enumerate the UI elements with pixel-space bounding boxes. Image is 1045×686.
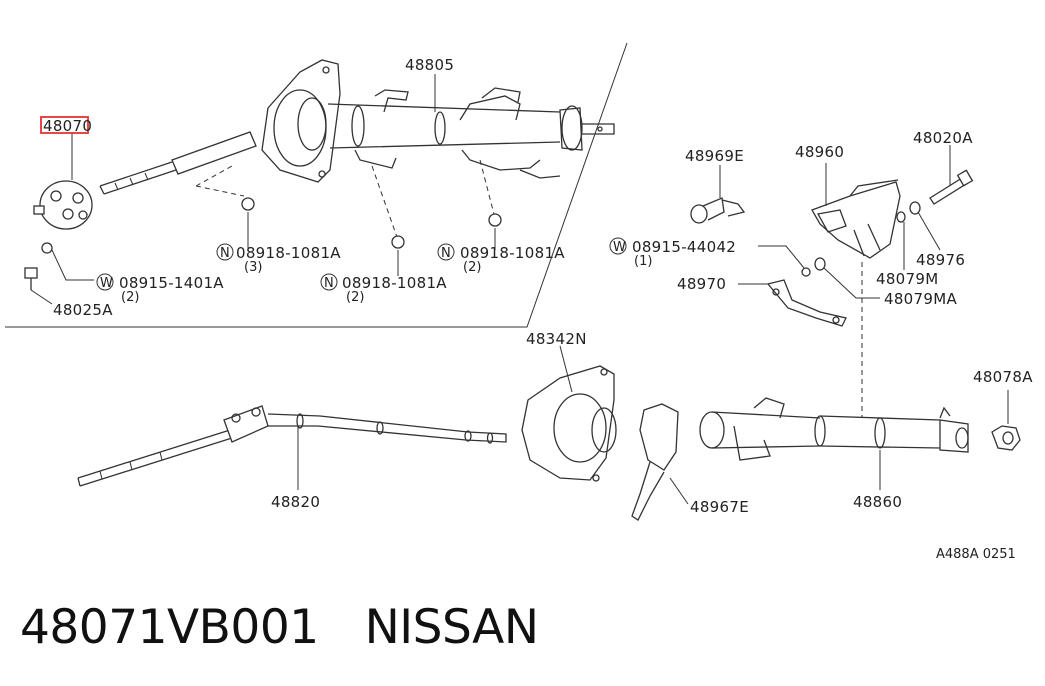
n-marker-text: N <box>220 246 230 261</box>
washer-symbol <box>41 242 53 254</box>
washer-48079M <box>896 211 906 223</box>
callout-48967E: 48967E <box>690 498 749 516</box>
steering-column-assembly <box>99 59 615 249</box>
washer-symbol <box>801 267 811 277</box>
qty-08918-c: (2) <box>463 260 481 275</box>
part-caption: 48071VB001 NISSAN <box>20 596 539 660</box>
callout-08918-c: 08918-1081A <box>460 244 565 262</box>
plate-48342N <box>521 365 617 482</box>
n-marker-icon <box>437 243 455 261</box>
n-marker-text: N <box>324 276 334 291</box>
inset-panel-border <box>5 42 628 328</box>
callout-48970: 48970 <box>677 275 726 293</box>
highlight-box <box>40 116 89 134</box>
callout-48020A: 48020A <box>913 129 973 147</box>
callout-48820: 48820 <box>271 493 320 511</box>
callout-48969E: 48969E <box>685 147 744 165</box>
callout-48342N: 48342N <box>526 330 587 348</box>
qty-08918-b: (2) <box>346 290 364 305</box>
strap-48967E <box>631 403 679 521</box>
callout-48078A: 48078A <box>973 368 1033 386</box>
callout-48860: 48860 <box>853 493 902 511</box>
callout-08918-b: 08918-1081A <box>342 274 447 292</box>
callout-48079M: 48079M <box>876 270 938 288</box>
brand-name: NISSAN <box>364 600 539 655</box>
shaft-48820 <box>77 405 507 487</box>
qty-08915-44042: (1) <box>634 254 652 269</box>
diagram-ref-code: A488A 0251 <box>936 547 1016 562</box>
washer-48976 <box>909 201 921 215</box>
callout-08918-a: 08918-1081A <box>236 244 341 262</box>
switch-48960 <box>811 179 901 259</box>
n-marker-icon <box>216 243 234 261</box>
bracket-48970 <box>766 279 847 327</box>
washer-48079MA <box>814 257 826 271</box>
column-48860 <box>699 397 969 461</box>
n-marker-text: N <box>441 246 451 261</box>
callout-48079MA: 48079MA <box>884 290 957 308</box>
callout-48025A: 48025A <box>53 301 113 319</box>
callout-48960: 48960 <box>795 143 844 161</box>
qty-08915-1401: (2) <box>121 290 139 305</box>
clip-48969E <box>690 197 746 224</box>
callout-48976: 48976 <box>916 251 965 269</box>
w-marker-icon <box>609 237 627 255</box>
callout-48805: 48805 <box>405 56 454 74</box>
w-marker-text: W <box>100 276 113 291</box>
w-marker-text: W <box>613 240 626 255</box>
w-marker-icon <box>96 273 114 291</box>
bolt-48020A <box>929 169 974 205</box>
qty-08918-a: (3) <box>244 260 262 275</box>
callout-48070: 48070 <box>43 117 92 135</box>
joint-48070 <box>33 180 93 230</box>
nut-48078A <box>991 425 1021 451</box>
callout-08915-44042: 08915-44042 <box>632 238 736 256</box>
callout-08915-1401: 08915-1401A <box>119 274 224 292</box>
n-marker-icon <box>320 273 338 291</box>
bolt-48025A <box>24 267 38 290</box>
part-number: 48071VB001 <box>20 600 319 655</box>
